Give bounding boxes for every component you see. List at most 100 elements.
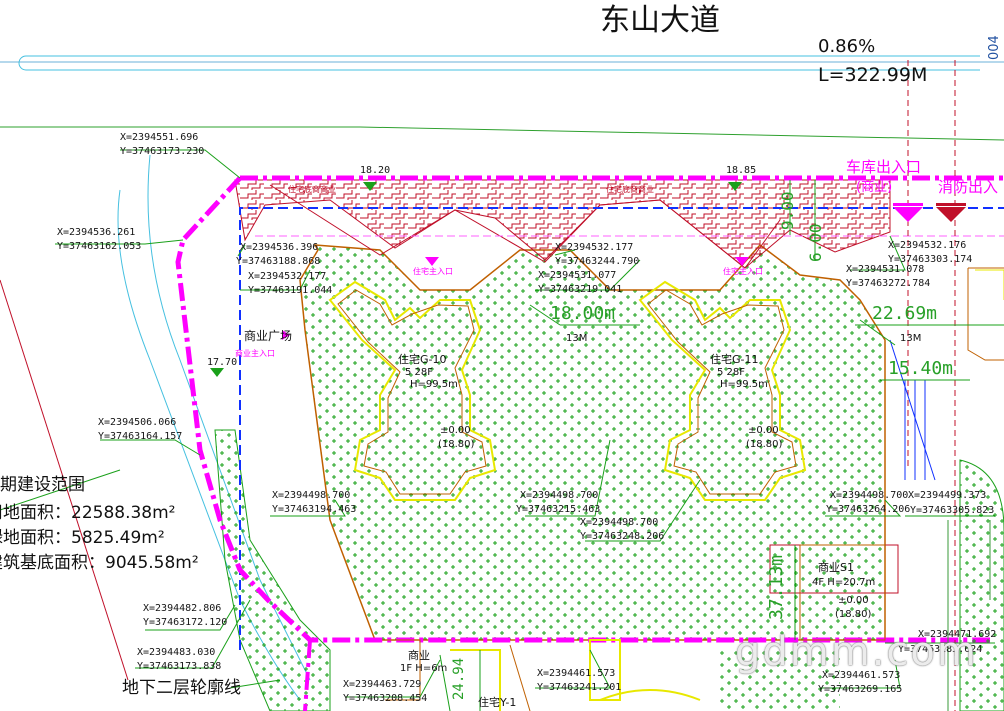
- hatch-label-1: 住宅底商商业: [288, 185, 336, 194]
- site-boundary: [175, 175, 1004, 643]
- left-grass-strip: [214, 429, 331, 711]
- coord-17-y: Y=37463208.454: [343, 693, 428, 704]
- commercial-main-entrance-label: 商业主入口: [235, 349, 275, 358]
- coord-10-x: X=2394498.700: [272, 490, 351, 501]
- coord-13-y: Y=37463264.206: [826, 504, 911, 515]
- elevation-3: 17.70: [207, 357, 238, 368]
- underground-outline-label: 地下二层轮廓线: [122, 678, 241, 698]
- dimension-lines: [479, 180, 1004, 711]
- g11-zero: ±0.00: [748, 425, 779, 436]
- stat-land-area: 用地面积：22588.38m²: [0, 503, 176, 523]
- courtyard-grass: [299, 243, 886, 641]
- coord-11-y: Y=37463215.463: [516, 504, 601, 515]
- coord-12-y: Y=37463248.206: [580, 531, 665, 542]
- building-g10: [328, 280, 497, 501]
- dim-13m-b: 13M: [900, 333, 922, 344]
- dim-13m-a: 13M: [566, 333, 588, 344]
- dim-24m: 24.94: [451, 657, 467, 700]
- coord-13-x: X=2394498.700: [830, 490, 909, 501]
- coord-9-y: Y=37463164.157: [98, 431, 183, 442]
- commercial-small-floors: 1F H=6m: [400, 663, 448, 674]
- stat-building-base: 建筑基底面积：9045.58m²: [0, 553, 199, 573]
- coord-3-x: X=2394536.396: [240, 242, 319, 253]
- coord-16-x: X=2394483.030: [137, 647, 216, 658]
- y1-name: 住宅Y-1: [478, 696, 517, 709]
- coord-2-y: Y=37463162.053: [57, 241, 142, 252]
- coord-20-x: X=2394471.692: [918, 629, 997, 640]
- dim-18m: 18.00m: [550, 303, 616, 324]
- g11-name: 住宅G-11: [710, 353, 759, 366]
- coord-19-x: X=2394461.573: [822, 670, 901, 681]
- road-side-text: 004: [987, 35, 1002, 60]
- dim-6m: 6.00: [806, 223, 825, 262]
- resident-entrance-label-1: 住宅主入口: [413, 267, 453, 276]
- commercial-small-name: 商业: [408, 649, 430, 662]
- coord-5-x: X=2394532.177: [555, 242, 634, 253]
- g10-zero: ±0.00: [440, 425, 471, 436]
- coord-8-y: Y=37463272.784: [846, 278, 931, 289]
- leader-lines: [0, 149, 995, 698]
- coord-15-x: X=2394482.806: [143, 603, 222, 614]
- coord-7-y: Y=37463303.174: [888, 254, 973, 265]
- commercial-s1: [769, 544, 899, 641]
- hatch-label-2: 住宅底商商业: [606, 185, 654, 194]
- coord-15-y: Y=37463172.120: [143, 617, 228, 628]
- s1-zero: ±0.00: [838, 595, 869, 606]
- building-red-line: [239, 207, 1004, 650]
- coord-3-y: Y=37463188.868: [236, 256, 321, 267]
- right-side-elements: [889, 60, 1004, 711]
- dim-37m: 37.13m: [766, 554, 787, 620]
- building-g11: [638, 280, 807, 501]
- coord-8-x: X=2394531.078: [846, 264, 925, 275]
- g11-abs: (18.80): [746, 439, 783, 450]
- coord-16-y: Y=37463173.838: [137, 661, 222, 672]
- coord-2-x: X=2394536.261: [57, 227, 136, 238]
- stat-green-area: 绿地面积：5825.49m²: [0, 528, 165, 548]
- coord-6-y: Y=37463219.041: [538, 284, 623, 295]
- road-slope: 0.86%: [818, 36, 876, 57]
- commercial-entrance-label: (商业): [856, 180, 893, 195]
- road-length: L=322.99M: [818, 64, 928, 86]
- s1-name: 商业S1: [818, 561, 854, 574]
- coord-7-x: X=2394532.176: [888, 240, 967, 251]
- coord-4-y: Y=37463191.044: [248, 285, 333, 296]
- dim-9m: 9.00: [778, 191, 797, 230]
- elevation-2: 18.85: [726, 165, 757, 176]
- g11-height: H=99.5m: [720, 379, 768, 390]
- coord-4-x: X=2394532.177: [248, 271, 327, 282]
- coord-17-x: X=2394463.729: [343, 679, 422, 690]
- dim-15m: 15.40m: [888, 358, 954, 379]
- garage-entrance-label: 车库出入口: [846, 158, 922, 176]
- road-edges: [0, 55, 1004, 141]
- g10-floors: 5 28F: [405, 367, 434, 378]
- elevation-1: 18.20: [360, 165, 391, 176]
- road-name: 东山大道: [600, 3, 720, 38]
- site-boundary-branch: [303, 639, 312, 711]
- coord-14-x: X=2394499.373: [908, 490, 987, 501]
- coord-11-x: X=2394498.700: [520, 490, 599, 501]
- coord-14-y: Y=37463305.823: [910, 505, 995, 516]
- fire-entrance-label: 消防出入: [938, 178, 999, 196]
- coord-5-y: Y=37463244.790: [555, 256, 640, 267]
- phase1-scope-label: 期建设范围: [0, 475, 85, 495]
- s1-abs: (18.80): [835, 609, 872, 620]
- coord-9-x: X=2394506.066: [98, 417, 177, 428]
- coord-1-x: X=2394551.696: [120, 132, 199, 143]
- dim-22m: 22.69m: [872, 303, 938, 324]
- g10-abs: (18.80): [438, 439, 475, 450]
- coord-1-y: Y=37463173.230: [120, 146, 205, 157]
- coord-12-x: X=2394498.700: [580, 517, 659, 528]
- resident-entrance-label-2: 住宅主入口: [723, 267, 763, 276]
- g10-name: 住宅G-10: [398, 353, 447, 366]
- coord-10-y: Y=37463194.463: [272, 504, 357, 515]
- lower-buildings: [385, 639, 840, 711]
- coord-18-y: Y=37463241.201: [537, 682, 622, 693]
- coord-19-y: Y=37463269.165: [818, 684, 903, 695]
- entrance-markers: [210, 182, 966, 377]
- g11-floors: 5 28F: [717, 367, 746, 378]
- coord-6-x: X=2394531.077: [538, 270, 617, 281]
- s1-floors: 4F H=20.7m: [812, 577, 876, 588]
- coord-18-x: X=2394461.573: [537, 668, 616, 679]
